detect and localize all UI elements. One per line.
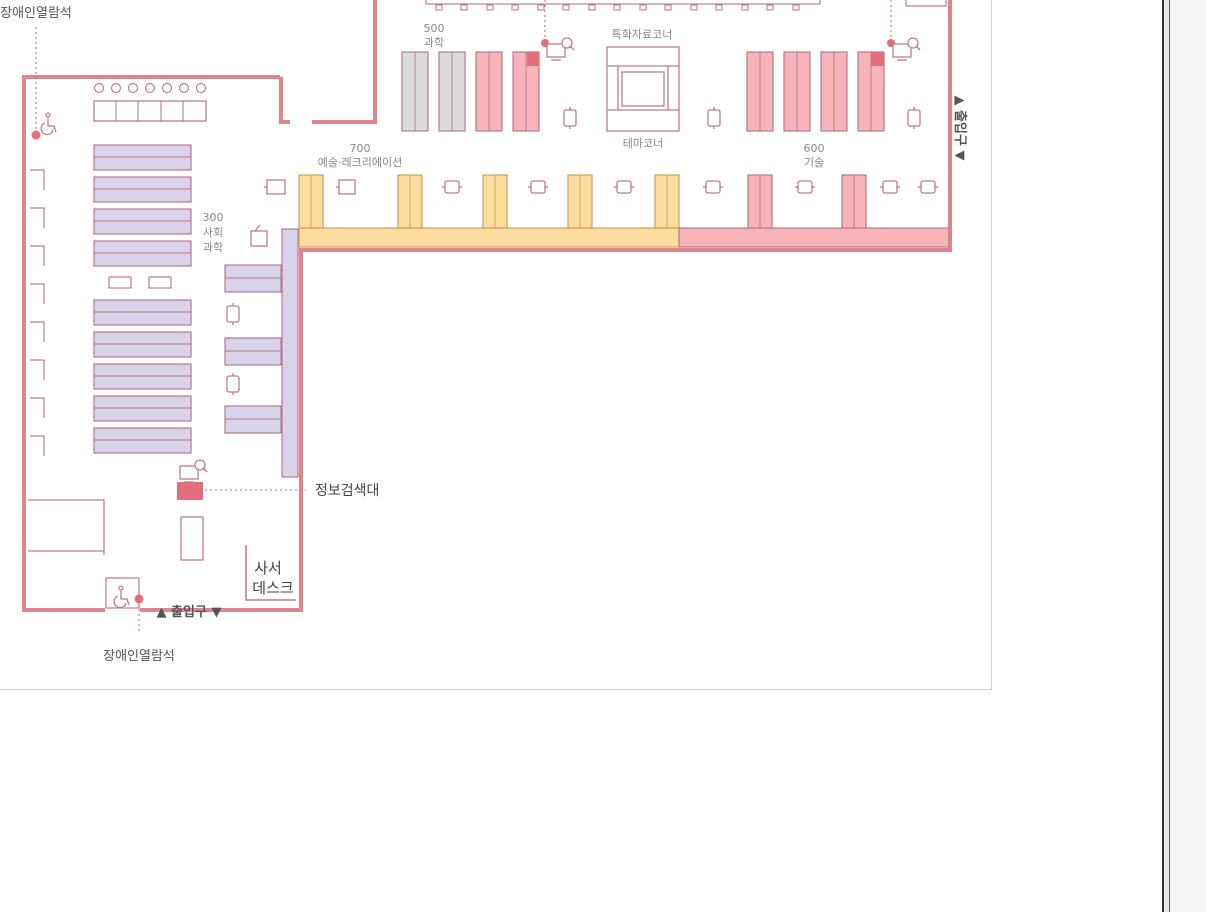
vertical-scrollbar[interactable] — [1162, 0, 1170, 912]
theme-corner-table — [606, 46, 680, 132]
floor-plan-map: 장애인열람석 — [0, 0, 968, 664]
class-700-number: 700 — [350, 142, 371, 155]
strip-chairs — [264, 179, 939, 195]
theme-corner-label: 테마코너 — [623, 137, 663, 150]
shelves-600-upper — [746, 51, 885, 132]
lower-left-partitions — [28, 499, 105, 555]
class-600-number: 600 — [804, 142, 825, 155]
counter-table — [180, 516, 204, 561]
accessible-seat-label-top: 장애인열람석 — [0, 6, 72, 21]
class-300-number: 300 — [203, 211, 224, 224]
info-search-desk-label: 정보검색대 — [315, 483, 379, 499]
librarian-desk-label-line2: 데스크 — [252, 579, 293, 597]
building-walls — [22, 0, 952, 612]
class-500-name: 과학 — [424, 36, 444, 49]
reading-table-top-left — [93, 82, 207, 122]
computer-search-icon-left — [546, 37, 575, 61]
floor-plan-page: 장애인열람석 — [0, 0, 992, 690]
carrels-left-wall — [30, 169, 45, 456]
class-700-name: 예술·레크리에이션 — [318, 156, 402, 169]
class-300-name-line1: 사회 — [203, 226, 223, 239]
class-500-number: 500 — [424, 22, 445, 35]
librarian-desk: 사서 데스크 — [245, 545, 296, 601]
accessible-seat-bottom — [105, 577, 144, 634]
class-600-name: 기술 — [804, 156, 824, 169]
accessible-seat-label-bottom: 장애인열람석 — [103, 649, 175, 664]
shelves-300-social-science — [93, 144, 192, 454]
class-300-name-line2: 과학 — [203, 241, 223, 254]
wheelchair-icon — [40, 112, 57, 136]
top-shelf-strip — [425, 0, 947, 11]
special-collection-label: 특화자료코너 — [612, 28, 673, 41]
computer-search-icon — [179, 459, 208, 483]
computer-search-icon-right — [892, 37, 921, 61]
entrance-label-bottom: ▲ 출입구 ▼ — [157, 604, 222, 620]
info-search-desk — [177, 459, 306, 500]
document-viewer: 장애인열람석 — [0, 0, 992, 690]
shelves-500-science — [401, 51, 466, 132]
librarian-desk-label-line1: 사서 — [254, 559, 282, 577]
entrance-label-right: ▲ 출입구 ▼ — [952, 96, 968, 161]
shelves-300-right — [224, 228, 299, 478]
